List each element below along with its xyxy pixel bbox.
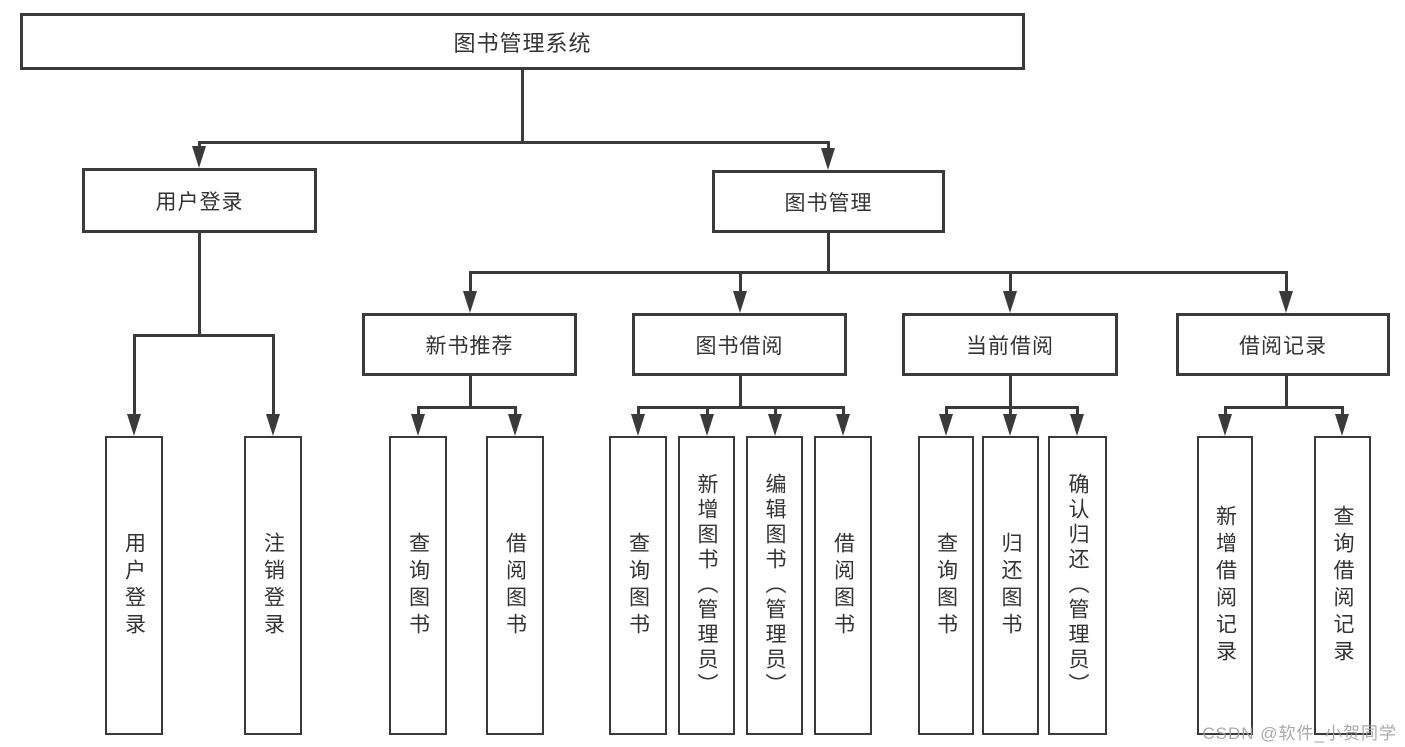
node-book-management: 图书管理	[712, 170, 945, 233]
leaf-borrow-book-1: 借阅图书	[486, 436, 544, 735]
node-root: 图书管理系统	[20, 13, 1025, 70]
connector-stem-book-mgmt	[827, 141, 830, 149]
connector-user-login-trunk	[198, 233, 201, 335]
connector-split	[637, 406, 845, 409]
connector-stem	[1076, 406, 1079, 415]
leaf-query-book-3: 查询图书	[918, 436, 974, 735]
connector-stem	[842, 406, 845, 415]
connector-level2-split	[198, 141, 830, 144]
connector-root-trunk	[521, 70, 524, 142]
arrowhead	[1070, 414, 1084, 436]
arrowhead	[700, 414, 714, 436]
connector-stem	[1285, 271, 1288, 292]
arrowhead	[1335, 414, 1349, 436]
connector-stem	[1224, 406, 1227, 415]
connector-trunk	[1285, 376, 1288, 407]
connector-stem	[417, 406, 420, 415]
connector-level3-split	[469, 271, 1287, 274]
leaf-confirm-return-admin: 确认归还（管理员）	[1048, 436, 1107, 735]
connector-stem	[1009, 406, 1012, 415]
leaf-logout: 注销登录	[244, 436, 302, 735]
leaf-add-borrow-record: 新增借阅记录	[1197, 436, 1253, 735]
connector-stem	[514, 406, 517, 415]
connector-trunk	[739, 376, 742, 407]
arrowhead	[631, 414, 645, 436]
arrowhead	[508, 414, 522, 436]
connector-split	[417, 406, 517, 409]
arrowhead	[939, 414, 953, 436]
connector-stem	[739, 271, 742, 292]
arrowhead	[127, 414, 141, 436]
arrowhead	[266, 414, 280, 436]
node-user-login: 用户登录	[82, 168, 317, 233]
connector-stem	[945, 406, 948, 415]
node-borrow-record: 借阅记录	[1176, 313, 1390, 376]
connector-book-mgmt-trunk	[827, 233, 830, 272]
connector-stem	[706, 406, 709, 415]
connector-stem	[1009, 271, 1012, 292]
connector-trunk	[469, 376, 472, 407]
leaf-user-login: 用户登录	[105, 436, 163, 735]
connector-stem	[1341, 406, 1344, 415]
leaf-query-borrow-record: 查询借阅记录	[1314, 436, 1371, 735]
connector-stem	[272, 334, 275, 415]
leaf-add-book-admin: 新增图书（管理员）	[678, 436, 735, 735]
arrowhead	[1279, 291, 1293, 313]
node-current-borrow: 当前借阅	[902, 313, 1118, 376]
connector-stem	[637, 406, 640, 415]
leaf-query-book-1: 查询图书	[389, 436, 447, 735]
connector-stem	[774, 406, 777, 415]
watermark: CSDN @软件_小贺同学	[1202, 724, 1397, 743]
connector-stem-user-login	[198, 141, 201, 147]
connector-split	[1224, 406, 1343, 409]
leaf-query-book-2: 查询图书	[609, 436, 667, 735]
arrowhead	[192, 146, 206, 168]
arrowhead	[733, 291, 747, 313]
node-book-borrow: 图书借阅	[632, 313, 847, 376]
arrowhead	[1003, 414, 1017, 436]
connector-trunk	[1009, 376, 1012, 407]
arrowhead	[1003, 291, 1017, 313]
arrowhead	[768, 414, 782, 436]
connector-stem	[469, 271, 472, 292]
leaf-borrow-book-2: 借阅图书	[814, 436, 872, 735]
leaf-edit-book-admin: 编辑图书（管理员）	[746, 436, 803, 735]
arrowhead	[821, 148, 835, 170]
leaf-return-book: 归还图书	[982, 436, 1039, 735]
connector-user-login-split	[133, 334, 275, 337]
arrowhead	[836, 414, 850, 436]
arrowhead	[411, 414, 425, 436]
arrowhead	[1218, 414, 1232, 436]
connector-stem	[133, 334, 136, 415]
node-new-book-recommend: 新书推荐	[362, 313, 577, 376]
arrowhead	[463, 291, 477, 313]
